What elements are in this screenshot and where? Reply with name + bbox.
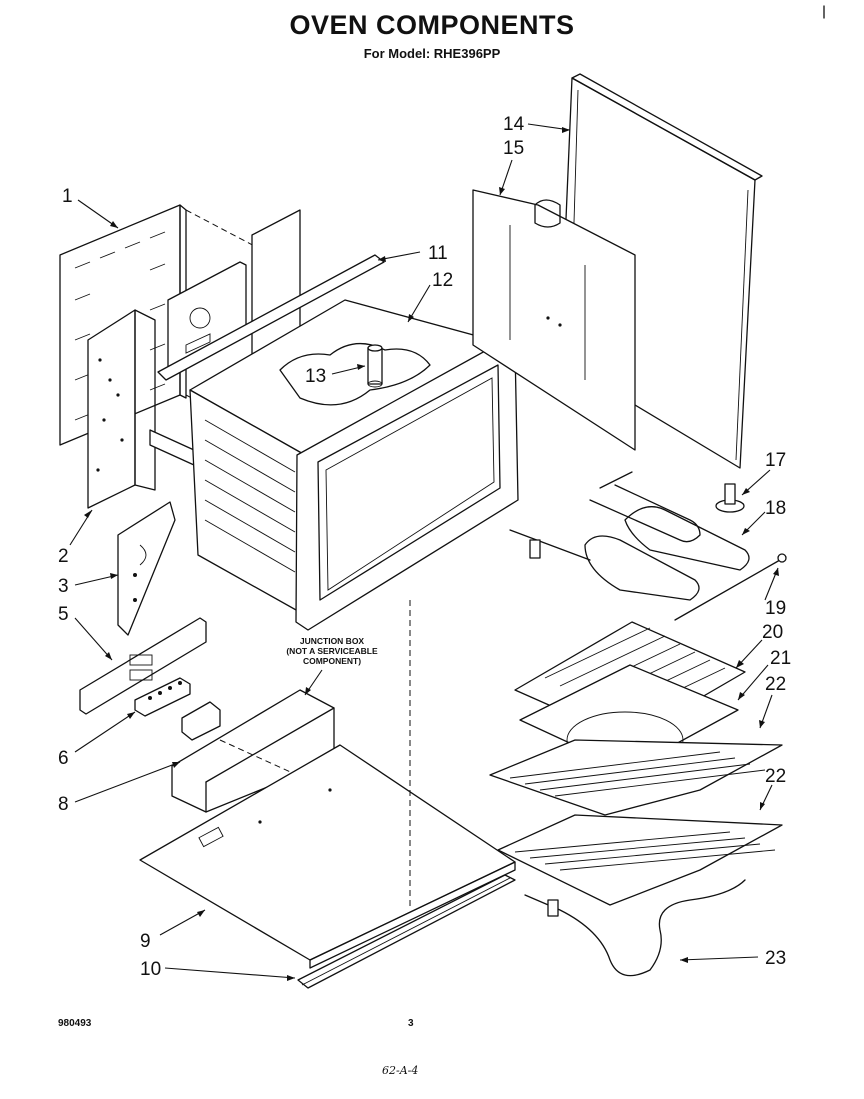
callout-22-lower: 22 [765, 766, 786, 787]
callout-10: 10 [140, 959, 161, 980]
part-11-top-bar [157, 254, 385, 381]
part-15-inner-back-panel [472, 189, 636, 451]
part-13-vent-tube [367, 344, 383, 388]
callout-8: 8 [58, 794, 69, 815]
callout-22-upper: 22 [765, 674, 786, 695]
part-23-wire [524, 879, 746, 977]
part-22-rack-lower [497, 814, 783, 906]
callout-17: 17 [765, 450, 786, 471]
callout-19: 19 [765, 598, 786, 619]
callout-numbers: 1 2 3 5 6 8 9 10 11 12 13 14 15 17 18 19… [58, 114, 791, 980]
page-number: 3 [408, 1018, 414, 1029]
callout-2: 2 [58, 546, 69, 567]
part-9-bottom-panel [139, 744, 516, 969]
junction-box-note: JUNCTION BOX (NOT A SERVICEABLE COMPONEN… [262, 636, 402, 666]
part-2-front-panel [87, 309, 206, 509]
page-title: OVEN COMPONENTS [289, 10, 575, 40]
part-22-rack-upper [489, 739, 783, 816]
part-5-terminal-plate [79, 617, 207, 715]
junction-box-note-line-2: (NOT A SERVICEABLE [286, 646, 378, 656]
part-12-oven-cavity [189, 299, 519, 631]
callout-14: 14 [503, 114, 525, 135]
part-18-bake-element [589, 471, 750, 571]
callout-11: 11 [428, 243, 448, 264]
part-6-terminal-block [134, 677, 191, 717]
callout-9: 9 [140, 931, 151, 952]
callout-3: 3 [58, 576, 69, 597]
part-17-sensor [715, 483, 745, 513]
callout-15: 15 [503, 138, 524, 159]
callout-21: 21 [770, 648, 791, 669]
handwritten-note: 62-A-4 [382, 1064, 419, 1077]
junction-box-note-line-1: JUNCTION BOX [299, 636, 365, 646]
model-subtitle: For Model: RHE396PP [363, 46, 501, 61]
junction-box-note-line-3: COMPONENT) [302, 656, 362, 666]
part-10-trim-strip [297, 874, 516, 989]
callout-23: 23 [765, 948, 786, 969]
callout-6: 6 [58, 748, 69, 769]
callout-20: 20 [762, 622, 783, 643]
callout-leaders [69, 123, 779, 981]
callout-12: 12 [432, 270, 453, 291]
callout-5: 5 [58, 604, 69, 625]
callout-18: 18 [765, 498, 786, 519]
part-19-broil-element [509, 529, 787, 621]
document-code: 980493 [58, 1018, 92, 1029]
callout-1: 1 [62, 186, 73, 207]
part-3-bracket [117, 501, 176, 636]
callout-13: 13 [305, 366, 326, 387]
